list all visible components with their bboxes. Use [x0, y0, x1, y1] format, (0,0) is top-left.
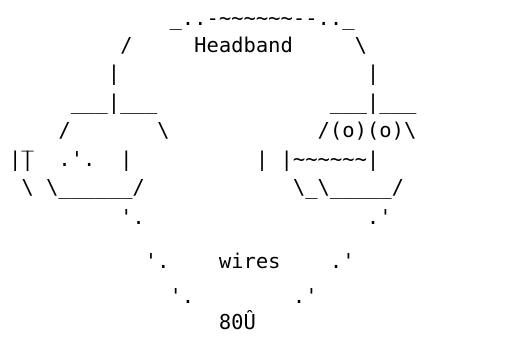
headband-label-line: / Headband \	[9, 33, 367, 57]
earcup-bottom: \ \______/ \_\_____/	[9, 175, 404, 199]
earcup-middle: |̅| .'. | | |~~~~~~|	[9, 147, 380, 171]
earcup-upper: / \ /(o)(o)\	[9, 118, 417, 142]
wires-upper: '. .'	[9, 205, 392, 229]
earcup-tops: ___|___ ___|___	[9, 90, 417, 114]
wires-label-line: '. wires .'	[9, 249, 355, 273]
headband-arc-top: _..-~~~~~~--.._	[9, 6, 355, 30]
headband-arms: | |	[9, 61, 380, 85]
bottom-label: 80Û	[9, 310, 256, 334]
wires-lower: '. .'	[9, 284, 318, 308]
